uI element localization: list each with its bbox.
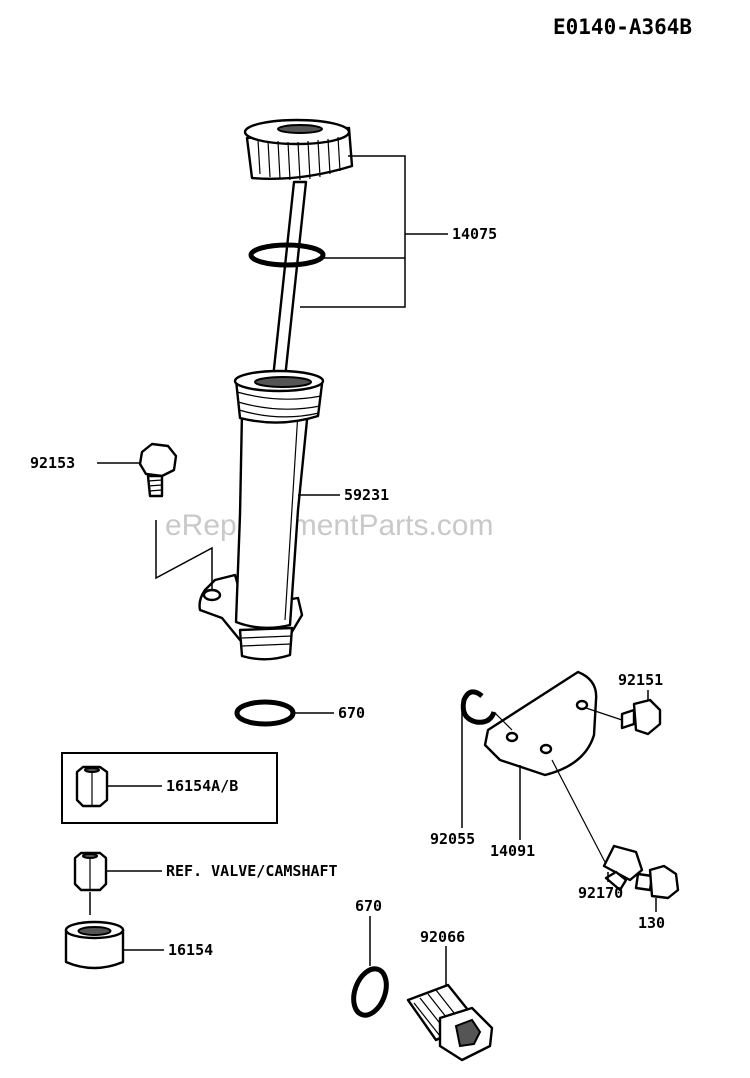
- diagram-code: E0140-A364B: [553, 15, 692, 39]
- watermark: eReplacementParts.com: [165, 509, 493, 542]
- label-670-upper: 670: [338, 704, 365, 722]
- clip-92170-part: [551, 759, 644, 892]
- snap-ring-92055-part: [460, 689, 497, 725]
- o-ring-670-lower: [351, 966, 389, 1018]
- label-16154: 16154: [168, 941, 213, 959]
- label-92170: 92170: [578, 884, 623, 902]
- label-92153: 92153: [30, 454, 75, 472]
- bolt-92153-part: [138, 442, 213, 590]
- bracket-plate-14091-part: [483, 670, 598, 777]
- label-ref-valve-camshaft: REF. VALVE/CAMSHAFT: [166, 862, 338, 880]
- label-14075: 14075: [452, 225, 497, 243]
- part-16154ab-box: [61, 752, 278, 824]
- bolt-92151-part: [585, 698, 662, 736]
- label-92151: 92151: [618, 671, 663, 689]
- leader-lines: [97, 155, 657, 985]
- label-130: 130: [638, 914, 665, 932]
- label-92066: 92066: [420, 928, 465, 946]
- label-670-lower: 670: [355, 897, 382, 915]
- label-14091: 14091: [490, 842, 535, 860]
- drain-plug-92066-part: [406, 983, 494, 1062]
- governor-part-16154: [64, 920, 125, 970]
- label-92055: 92055: [430, 830, 475, 848]
- o-ring-670-upper: [234, 699, 296, 727]
- ref-valve-camshaft-part: [73, 851, 108, 915]
- label-59231: 59231: [344, 486, 389, 504]
- bolt-130-part: [634, 864, 680, 900]
- oil-filler-tube-part: [198, 369, 325, 661]
- dipstick-assembly-part: [243, 118, 354, 380]
- label-16154ab: 16154A/B: [166, 777, 238, 795]
